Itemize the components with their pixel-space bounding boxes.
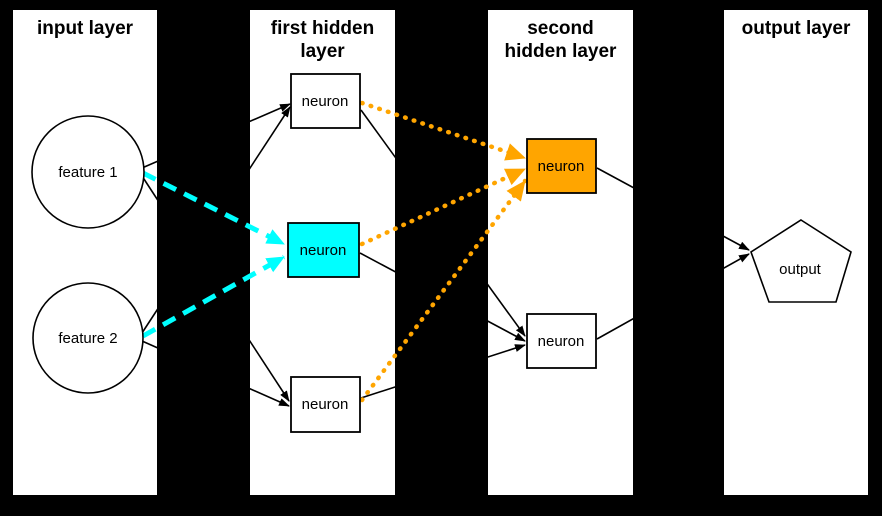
node-output-label: output [779,261,822,278]
edge-feature2-to-hidden1-top [141,106,291,334]
edge-hidden1-middle-to-hidden2-bottom [359,252,526,342]
panel-second-hidden-layer [488,10,633,495]
node-hidden2-bottom-label: neuron [538,333,585,350]
node-feature1-label: feature 1 [58,164,117,181]
node-hidden2-top-label: neuron [538,158,585,175]
layer-panels [13,10,868,495]
edge-feature2-to-hidden1-middle [141,254,286,339]
edge-feature1-to-hidden1-bottom [141,175,290,402]
node-hidden1-top [290,73,361,129]
edge-hidden1-middle-to-hidden2-top [359,166,528,247]
node-hidden1-middle [287,222,360,278]
edge-feature1-to-hidden1-middle [141,170,286,247]
edge-hidden1-bottom-to-hidden2-bottom [360,344,526,399]
edges-cyan [141,170,286,339]
node-hidden2-top [526,138,597,194]
edge-hidden2-top-to-output [596,167,750,251]
edges-orange [359,100,528,403]
edge-hidden2-bottom-to-output [596,253,750,340]
edge-hidden1-top-to-hidden2-bottom [360,109,526,337]
edge-hidden1-top-to-hidden2-top [359,100,528,161]
node-hidden1-top-label: neuron [302,93,349,110]
node-hidden1-middle-label: neuron [300,242,347,259]
node-feature2-label: feature 2 [58,330,117,347]
node-hidden1-bottom [290,376,361,433]
edge-hidden1-bottom-to-hidden2-top [359,178,528,403]
panel-input-layer [13,10,157,495]
node-hidden2-bottom [526,313,597,369]
nodes: feature 1 feature 2 neuron neuron neuron… [31,73,852,433]
node-feature2 [32,282,144,394]
node-output [750,219,852,303]
node-hidden1-bottom-label: neuron [302,396,349,413]
edge-feature2-to-hidden1-bottom [141,340,290,407]
edges-black [141,103,750,407]
edge-feature1-to-hidden1-top [141,103,291,169]
node-feature1 [31,115,145,229]
